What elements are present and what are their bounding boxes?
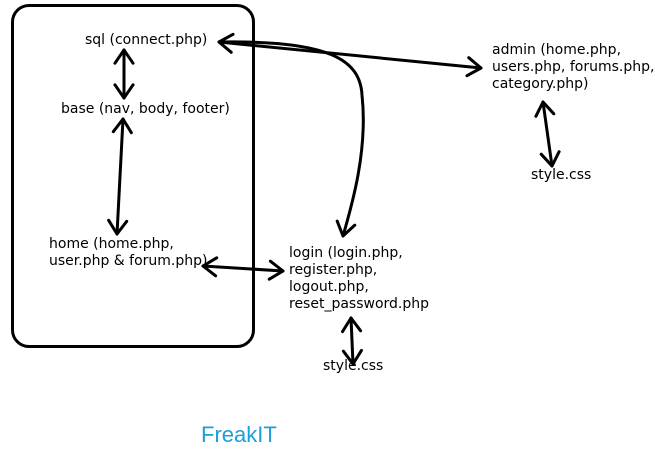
edge-line — [349, 316, 355, 366]
edge-line — [201, 264, 285, 273]
arrow-head-end — [107, 218, 129, 236]
node-home: home (home.php, user.php & forum.php) — [49, 236, 207, 270]
arrow-head-end — [341, 348, 363, 366]
node-admin: admin (home.php, users.php, forums.php, … — [492, 42, 654, 93]
arrow-head-end — [113, 83, 135, 100]
edge-admin-style_admin — [534, 100, 561, 168]
edge-base-home — [107, 117, 133, 236]
edge-sql-admin — [217, 32, 483, 78]
edge-line — [541, 100, 554, 168]
arrow-head-end — [335, 219, 357, 238]
edge-login-style_login — [341, 316, 363, 366]
arrow-head-end — [539, 150, 561, 168]
node-sql: sql (connect.php) — [85, 32, 207, 49]
arrow-head-start — [201, 256, 219, 278]
core-group-box — [11, 4, 255, 348]
node-home-line: user.php & forum.php) — [49, 253, 208, 269]
node-login-line: logout.php, — [289, 279, 369, 295]
node-admin-line: admin (home.php, — [492, 42, 622, 58]
arrow-head-end — [267, 259, 285, 281]
node-base-line: base (nav, body, footer) — [61, 101, 230, 117]
arrow-head-start — [113, 48, 135, 65]
arrow-head-start — [341, 316, 363, 334]
node-style-login: style.css — [323, 358, 383, 375]
node-login-line: register.php, — [289, 262, 378, 278]
node-base: base (nav, body, footer) — [61, 101, 230, 118]
node-style-login-line: style.css — [323, 358, 384, 374]
node-login-line: login (login.php, — [289, 245, 403, 261]
edge-line — [217, 40, 483, 70]
edge-line — [115, 117, 125, 236]
footer-title: FreakIT — [201, 422, 277, 447]
edge-sql-login — [217, 40, 365, 238]
arrow-head-start — [111, 117, 133, 135]
node-login: login (login.php, register.php, logout.p… — [289, 245, 429, 313]
arrow-head-end — [465, 56, 483, 78]
arrow-head-start — [534, 100, 556, 118]
node-style-admin-line: style.css — [531, 167, 592, 183]
edge-home-login — [201, 256, 285, 281]
edge-sql-base — [113, 48, 135, 100]
node-home-line: home (home.php, — [49, 236, 174, 252]
node-admin-line: users.php, forums.php, — [492, 59, 655, 75]
node-sql-line: sql (connect.php) — [85, 32, 208, 48]
edge-line — [217, 40, 365, 238]
node-login-line: reset_password.php — [289, 296, 430, 312]
node-style-admin: style.css — [531, 167, 591, 184]
node-admin-line: category.php) — [492, 76, 589, 92]
